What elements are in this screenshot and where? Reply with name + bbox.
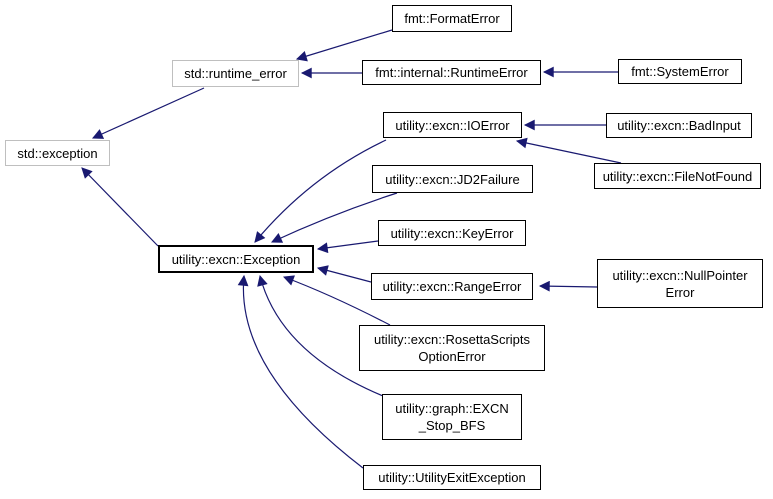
node-utility-excn-jd2failure[interactable]: utility::excn::JD2Failure [372, 165, 533, 193]
node-utility-utilityexitexception[interactable]: utility::UtilityExitException [363, 465, 541, 490]
edge-formaterror-to-runtime-error [295, 29, 393, 62]
edge-jd2failure-to-excn-exception [271, 192, 398, 243]
edge-filenotfound-to-ioerror [515, 137, 622, 164]
edge-nullpointererror-to-rangeerror [538, 280, 598, 292]
edge-rangeerror-to-excn-exception [316, 265, 372, 283]
edge-ioerror-to-excn-exception [254, 139, 387, 243]
node-utility-excn-keyerror[interactable]: utility::excn::KeyError [378, 220, 526, 246]
edge-runtime-error-to-exception [92, 87, 205, 139]
node-std-runtime-error: std::runtime_error [172, 60, 299, 87]
node-fmt-systemerror[interactable]: fmt::SystemError [618, 59, 742, 84]
node-utility-excn-rangeerror[interactable]: utility::excn::RangeError [371, 273, 533, 300]
node-utility-excn-filenotfound[interactable]: utility::excn::FileNotFound [594, 163, 761, 189]
node-utility-graph-excn-stop-bfs[interactable]: utility::graph::EXCN _Stop_BFS [382, 394, 522, 440]
edge-rosettascriptsoptionerror-to-excn-exception [282, 275, 391, 326]
node-std-exception: std::exception [5, 140, 110, 166]
node-utility-excn-exception[interactable]: utility::excn::Exception [158, 245, 314, 273]
node-fmt-formaterror[interactable]: fmt::FormatError [392, 5, 512, 32]
edge-excn-exception-to-std-exception [81, 167, 159, 247]
node-utility-excn-badinput[interactable]: utility::excn::BadInput [606, 113, 752, 138]
edge-keyerror-to-excn-exception [316, 240, 379, 254]
node-utility-excn-rosettascriptsoptionerror[interactable]: utility::excn::RosettaScripts OptionErro… [359, 325, 545, 371]
node-utility-excn-nullpointererror[interactable]: utility::excn::NullPointer Error [597, 259, 763, 308]
edge-utilityexitexception-to-excn-exception [237, 274, 364, 469]
node-utility-excn-ioerror[interactable]: utility::excn::IOError [383, 112, 522, 138]
edge-excn-stop-bfs-to-excn-exception [257, 274, 384, 397]
node-fmt-internal-runtimeerror[interactable]: fmt::internal::RuntimeError [362, 60, 541, 85]
